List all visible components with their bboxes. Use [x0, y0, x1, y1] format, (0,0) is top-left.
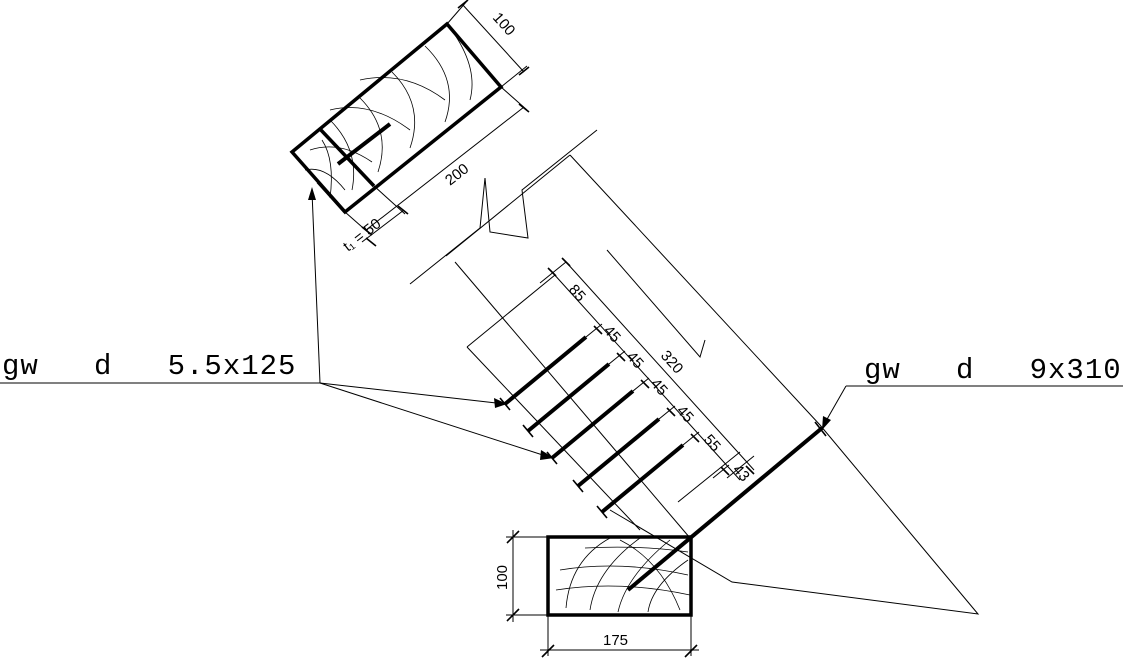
dim-45-b: 45 [623, 348, 647, 372]
dim-top-t1: t₁ = 50 [340, 215, 384, 255]
dim-85: 85 [565, 281, 589, 305]
dim-bottom-height: 100 [494, 565, 511, 590]
screw-1 [503, 335, 588, 406]
beam-break-line-upper [409, 129, 598, 285]
screw-5 [600, 443, 685, 514]
beam-bottom-cut [677, 451, 741, 503]
dim-45-d: 45 [673, 402, 697, 426]
top-section-screw [336, 122, 392, 166]
dim-320: 320 [657, 347, 686, 377]
dim-bottom-width: 175 [603, 632, 628, 649]
dim-55: 55 [700, 431, 724, 455]
dim-top-length: 200 [442, 160, 472, 189]
beam-top-edge-left [445, 154, 571, 257]
screw-row [499, 335, 685, 519]
top-section-inner-divider-2 [316, 180, 347, 214]
spacing-dimensions: 85 45 45 320 45 45 55 43 [539, 257, 755, 485]
beam-inner-break [606, 249, 706, 359]
beam-left-edge [466, 346, 641, 531]
dim-top-width: 100 [489, 9, 518, 39]
screw-3 [550, 389, 635, 460]
screw-2 [526, 362, 611, 433]
dim-45-c: 45 [647, 375, 671, 399]
callout-right: gw d 9x310 [821, 354, 1123, 430]
screw-4 [576, 417, 661, 488]
bottom-section-grain [555, 537, 691, 613]
dim-45-a: 45 [600, 322, 624, 346]
beam-inner-line [454, 261, 691, 539]
bottom-section-outline [546, 535, 693, 617]
long-screw [626, 421, 827, 592]
callout-left-label: gw d 5.5x125 [2, 350, 296, 383]
bottom-section: 100 175 [494, 530, 699, 658]
top-section-outline [289, 21, 504, 215]
beam-top-cut [466, 274, 556, 348]
top-section-grain [304, 34, 473, 199]
callout-right-label: gw d 9x310 [864, 354, 1122, 387]
callout-left: gw d 5.5x125 [0, 187, 554, 460]
long-screw-shaft [626, 426, 824, 592]
